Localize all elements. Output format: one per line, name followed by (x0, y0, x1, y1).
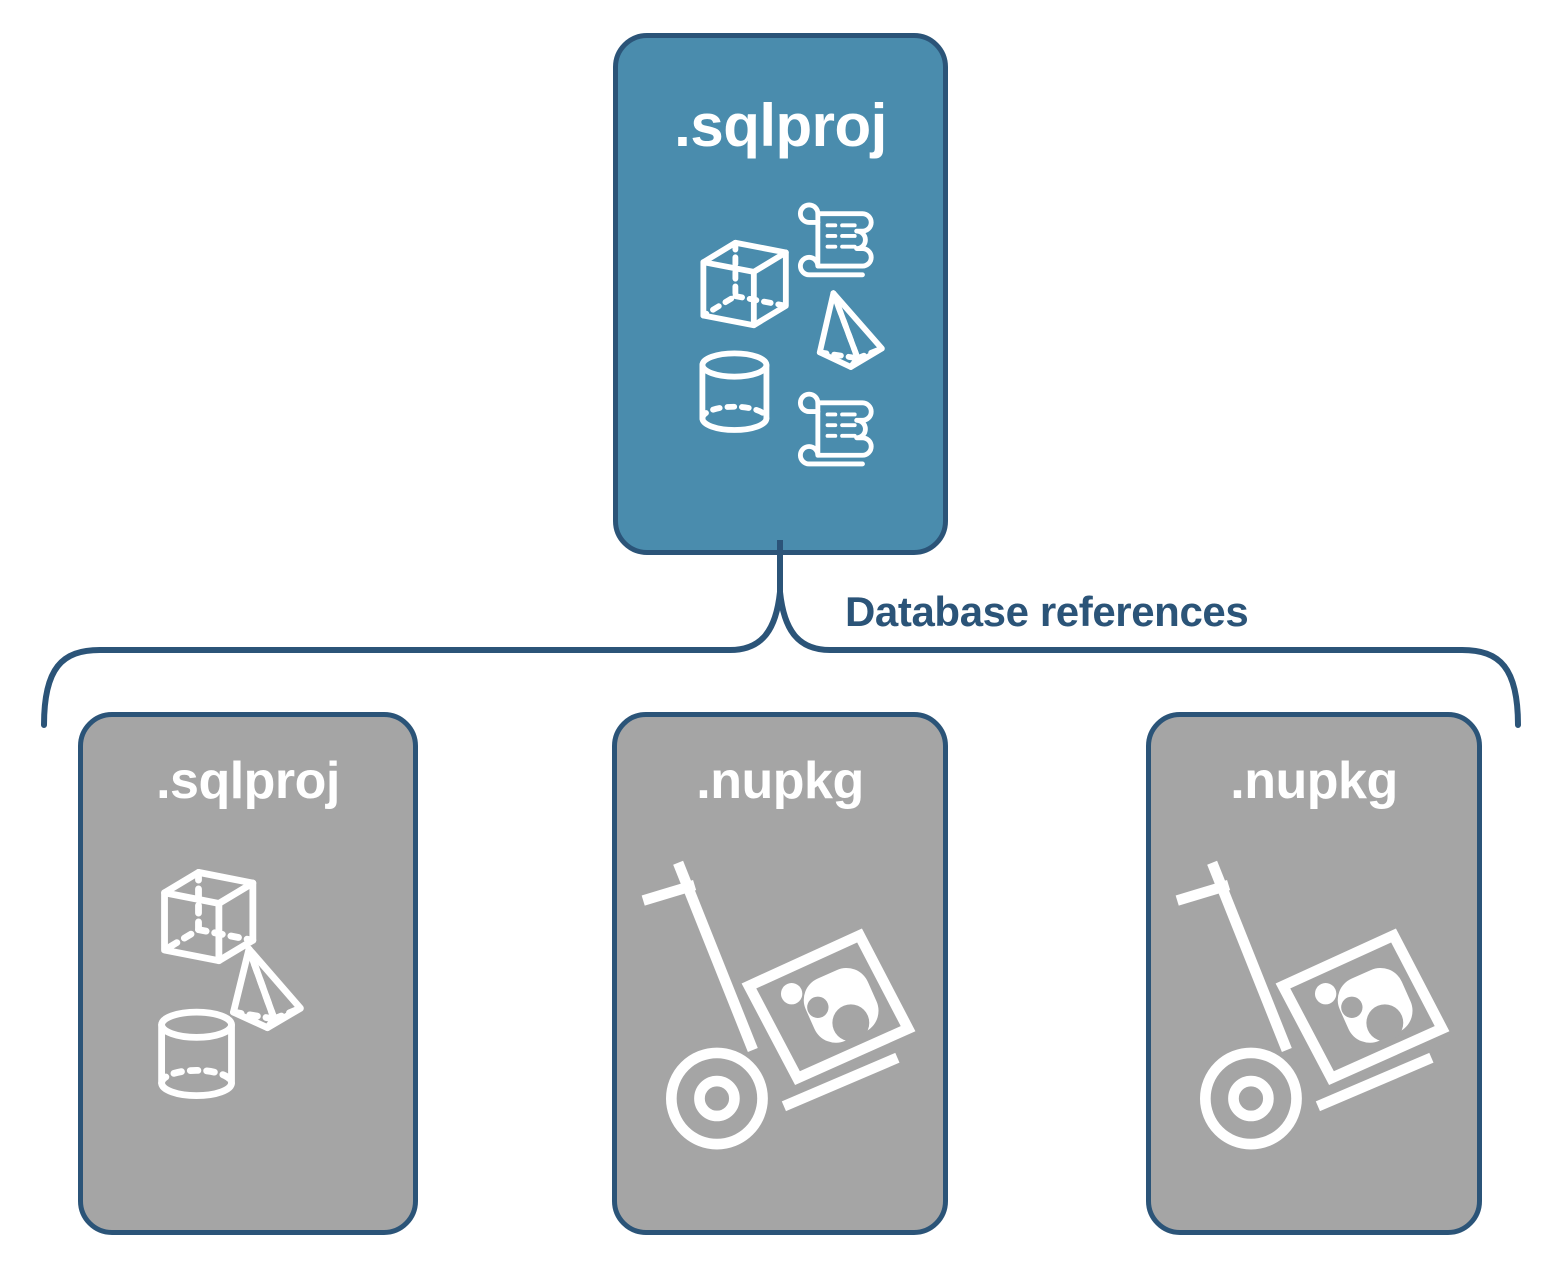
root-node-label: .sqlproj (674, 92, 887, 159)
nuget-package-box-icon (1275, 928, 1450, 1086)
pyramid-wireframe-icon (230, 945, 304, 1032)
reference-node-2[interactable]: .nupkg (612, 712, 948, 1235)
cylinder-wireframe-icon (699, 350, 770, 433)
reference-node-2-artwork (617, 837, 943, 1197)
cylinder-wireframe-icon (158, 1008, 235, 1099)
root-node-artwork (618, 188, 943, 478)
reference-node-3-label: .nupkg (1230, 752, 1398, 810)
root-sqlproj-node[interactable]: .sqlproj (613, 33, 948, 555)
cube-wireframe-icon (700, 239, 789, 329)
reference-node-3[interactable]: .nupkg (1146, 712, 1482, 1235)
scroll-script-icon (798, 202, 874, 278)
reference-node-1-artwork (83, 837, 413, 1197)
reference-node-2-label: .nupkg (696, 752, 864, 810)
scroll-script-icon (798, 391, 874, 467)
pyramid-wireframe-icon (816, 290, 885, 370)
connector-label: Database references (845, 588, 1249, 635)
hand-truck-icon (641, 860, 900, 1150)
reference-node-1-label: .sqlproj (156, 752, 340, 810)
hand-truck-icon (1175, 860, 1434, 1150)
cube-wireframe-icon (161, 868, 257, 965)
nuget-package-box-icon (741, 928, 916, 1086)
reference-node-1[interactable]: .sqlproj (78, 712, 418, 1235)
reference-node-3-artwork (1151, 837, 1477, 1197)
